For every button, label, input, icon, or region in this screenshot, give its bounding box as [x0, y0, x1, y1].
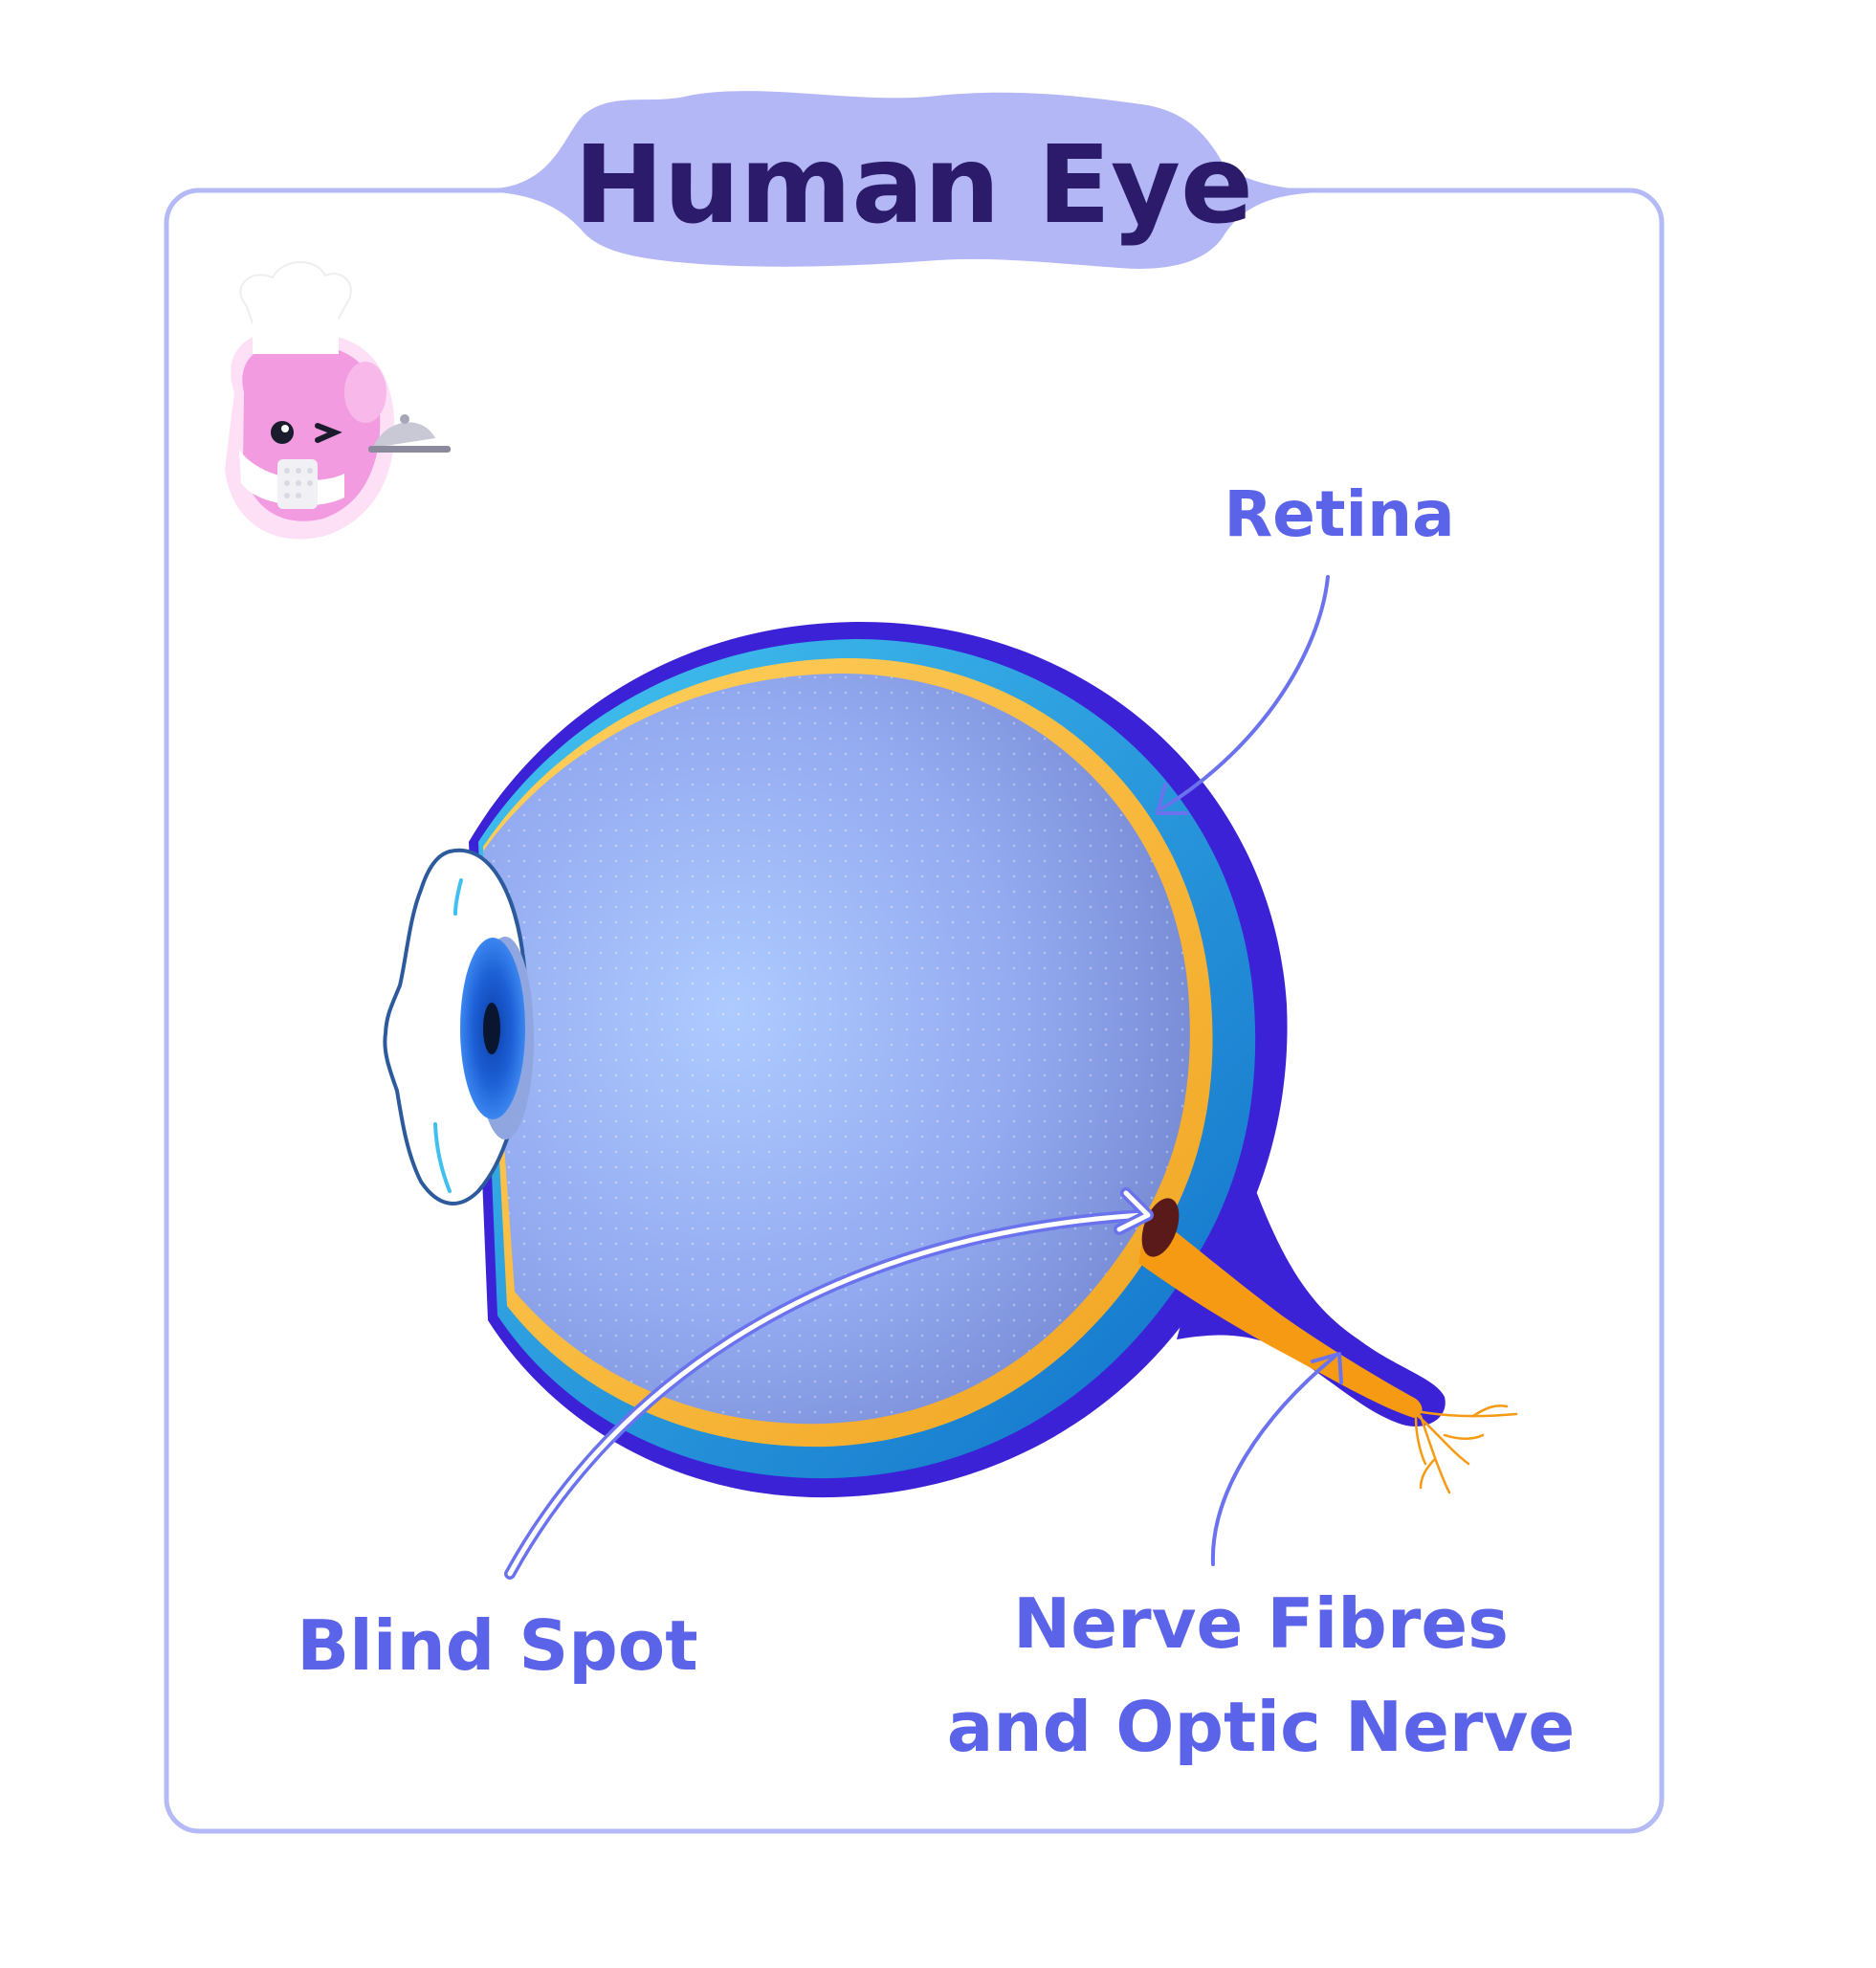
nerve-label-line2: and Optic Nerve: [947, 1687, 1575, 1767]
pupil: [483, 1003, 500, 1054]
retina-callout: Retina: [1156, 477, 1455, 815]
optic-nerve-arrow: [1210, 1355, 1336, 1566]
title-banner: Human Eye: [497, 91, 1320, 269]
retina-label: Retina: [1224, 477, 1454, 551]
nerve-fibres: [1414, 1404, 1518, 1494]
chef-mascot-icon: [225, 261, 451, 540]
blind-spot-callout: Blind Spot: [297, 1187, 1154, 1686]
optic-nerve: [1138, 1210, 1423, 1418]
page-title: Human Eye: [574, 123, 1253, 248]
optic-nerve-callout: Nerve Fibres and Optic Nerve: [947, 1352, 1575, 1767]
nerve-label-line1: Nerve Fibres: [1013, 1583, 1509, 1664]
retina-arrow: [1160, 575, 1330, 810]
blind-spot-label: Blind Spot: [297, 1605, 697, 1686]
